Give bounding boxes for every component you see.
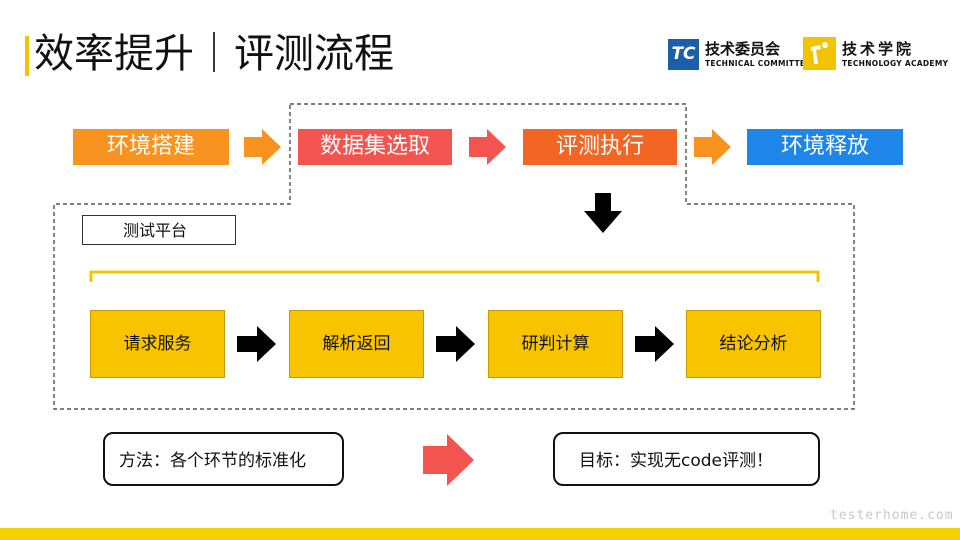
- step-env-release: 环境释放: [747, 129, 903, 165]
- step-dataset-select: 数据集选取: [298, 129, 452, 165]
- arrow-right-icon: [244, 129, 281, 165]
- title-accent-bar: [25, 36, 29, 76]
- substep-analyze-compute: 研判计算: [488, 310, 623, 378]
- substep-request-service: 请求服务: [90, 310, 225, 378]
- academy-logo-en: TECHNOLOGY ACADEMY: [842, 59, 949, 68]
- arrow-right-icon: [423, 434, 474, 486]
- arrow-right-icon: [694, 129, 731, 165]
- academy-logo-icon: [803, 37, 836, 70]
- goal-box: 目标：实现无code评测！: [553, 432, 820, 486]
- yellow-bracket: [89, 270, 820, 282]
- method-box: 方法：各个环节的标准化: [103, 432, 344, 486]
- substep-parse-response: 解析返回: [289, 310, 424, 378]
- substep-conclusion: 结论分析: [686, 310, 821, 378]
- arrow-right-icon: [469, 129, 506, 165]
- tc-logo-cn: 技术委员会: [705, 40, 781, 58]
- watermark: testerhome.com: [830, 508, 954, 523]
- arrow-right-icon: [436, 326, 475, 362]
- platform-label: 测试平台: [82, 215, 236, 245]
- dashed-platform-outline: [53, 103, 855, 410]
- arrow-right-icon: [635, 326, 674, 362]
- footer-bar: [0, 528, 960, 540]
- step-eval-execute: 评测执行: [523, 129, 677, 165]
- step-env-setup: 环境搭建: [73, 129, 229, 165]
- arrow-down-icon: [584, 193, 622, 233]
- tc-logo-en: TECHNICAL COMMITTEE: [705, 59, 811, 68]
- arrow-right-icon: [237, 326, 276, 362]
- tc-logo-icon: TC: [668, 39, 699, 70]
- academy-figure-icon: [811, 42, 828, 64]
- academy-logo-cn: 技术学院: [842, 40, 915, 58]
- page-title: 效率提升｜评测流程: [34, 31, 394, 77]
